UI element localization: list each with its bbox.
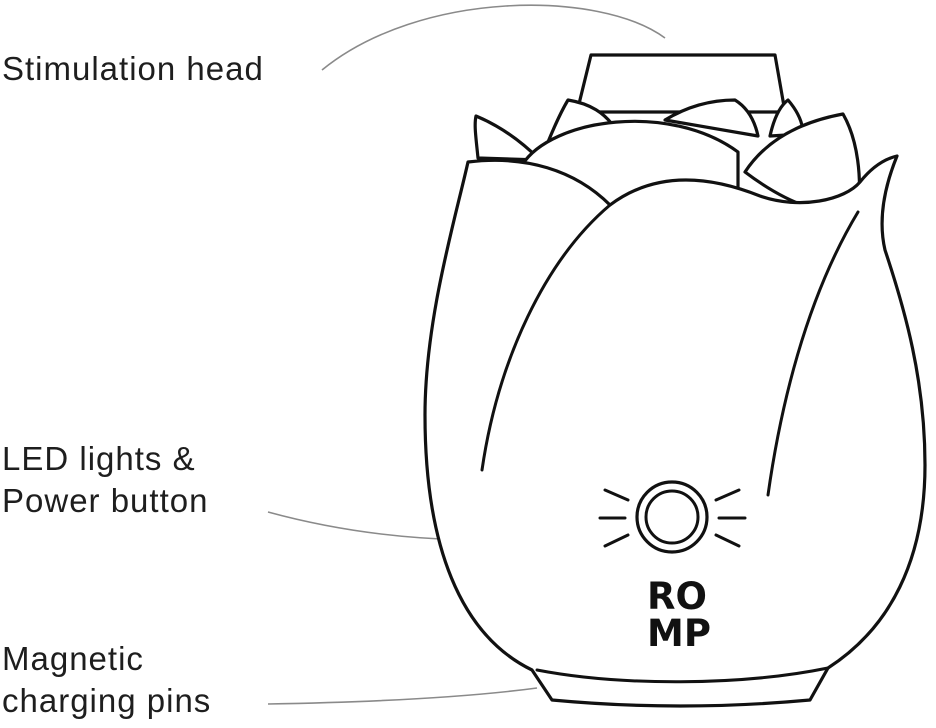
label-led-power: LED lights & Power button — [2, 438, 208, 522]
led-ray-top-left — [603, 488, 630, 502]
device-body — [423, 154, 927, 708]
label-magnetic-pins: Magnetic charging pins — [2, 638, 211, 722]
device-outline — [423, 53, 927, 708]
brand-logo: RO MP — [647, 575, 711, 655]
stimulation-head — [575, 53, 787, 114]
led-ray-bottom-left — [603, 533, 630, 548]
power-button-icon[interactable] — [635, 480, 709, 554]
leader-line-stimulation-head — [321, 4, 666, 71]
label-stimulation-head: Stimulation head — [2, 48, 264, 90]
led-ray-bottom-right — [714, 533, 741, 548]
petal-fold-right — [766, 210, 860, 497]
power-button-inner-ring — [644, 489, 700, 545]
leader-line-magnetic-pins — [267, 687, 538, 705]
label-magnetic-line2: charging pins — [2, 682, 212, 719]
brand-logo-line2: MP — [647, 612, 711, 655]
label-magnetic-line1: Magnetic — [2, 640, 144, 677]
brand-logo-line1: RO — [647, 575, 707, 618]
label-stimulation-head-text: Stimulation head — [2, 50, 264, 87]
petal-contours — [480, 203, 860, 684]
petal-back-mid-right — [663, 98, 760, 138]
led-ray-icon — [598, 488, 747, 548]
petal-back-left — [473, 114, 542, 162]
led-ray-top-right — [714, 488, 741, 502]
petal-back-mid-left — [546, 98, 614, 144]
petal-fold-left — [480, 203, 612, 472]
label-led-line2: Power button — [2, 482, 209, 519]
label-led-line1: LED lights & — [2, 440, 196, 477]
base-seam — [535, 666, 830, 684]
